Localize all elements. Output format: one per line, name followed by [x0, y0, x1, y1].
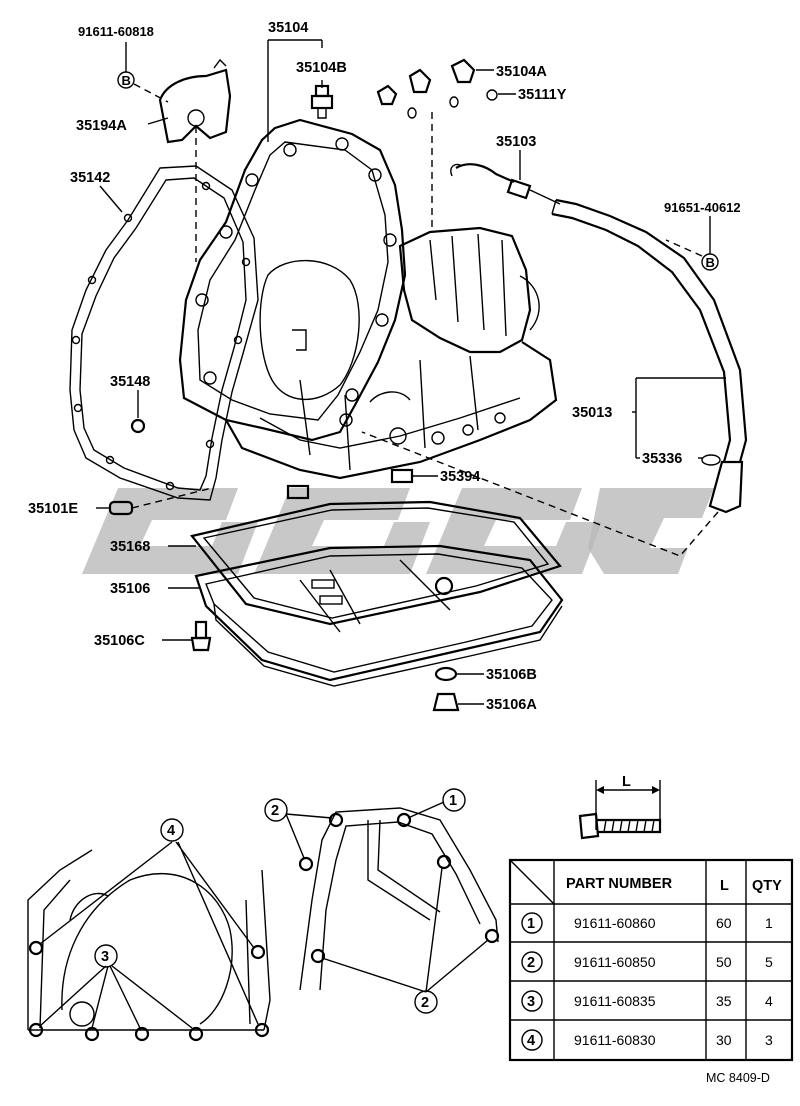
- row-part-number: 91611-60830: [574, 1032, 656, 1048]
- ref-label-4: 4: [167, 823, 175, 839]
- callout-35111y: 35111Y: [518, 87, 567, 103]
- row-qty: 5: [765, 954, 773, 970]
- row-length: 30: [716, 1032, 732, 1048]
- bolt-location-view-center: 2 1 2: [264, 788, 500, 1014]
- callout-35101e: 35101E: [28, 501, 78, 517]
- filler-tube-35013: [551, 198, 748, 514]
- case-gasket: [69, 165, 259, 501]
- leader-lines: [96, 39, 726, 705]
- ref-label-3: 3: [101, 949, 109, 965]
- callout-35394: 35394: [440, 469, 480, 485]
- bolt-location-view-left: 4 3: [27, 818, 271, 1042]
- row-length: 60: [716, 915, 732, 931]
- table-row: 4 91611-60830 30 3: [521, 1029, 773, 1051]
- watermark-logo: [82, 488, 714, 574]
- table-row: 2 91611-60850 50 5: [521, 951, 773, 973]
- bolt-marker-b2-label: B: [706, 255, 715, 270]
- table-row: 3 91611-60835 35 4: [521, 990, 773, 1012]
- ref-label-1: 1: [449, 793, 457, 809]
- callout-35106b: 35106B: [486, 667, 537, 683]
- callout-91611-60818: 91611-60818: [78, 24, 154, 39]
- callout-35104a: 35104A: [496, 64, 547, 80]
- row-qty: 4: [765, 993, 773, 1009]
- o-ring-35336: [701, 454, 721, 466]
- plug-35148: [130, 418, 146, 434]
- row-part-number: 91611-60835: [574, 993, 656, 1009]
- callout-35106a: 35106A: [486, 697, 537, 713]
- callout-35148: 35148: [110, 374, 150, 390]
- callout-35168: 35168: [110, 539, 150, 555]
- row-ref: 3: [527, 994, 535, 1010]
- table-header-length: L: [720, 878, 729, 894]
- callout-35104: 35104: [268, 20, 308, 36]
- bolt-table: PART NUMBER L QTY 1 91611-60860 60 1 2 9…: [508, 858, 794, 1062]
- row-length: 50: [716, 954, 732, 970]
- plug-35104a: [450, 58, 476, 84]
- callout-35194a: 35194A: [76, 118, 127, 134]
- callout-35106c: 35106C: [94, 633, 145, 649]
- plug-35104-b: [408, 68, 432, 94]
- row-qty: 1: [765, 915, 773, 931]
- callout-35336: 35336: [642, 451, 682, 467]
- transmission-case: [178, 118, 558, 480]
- ref-circle-1: [442, 788, 466, 812]
- callout-35103: 35103: [496, 134, 536, 150]
- bolt-35106c: [190, 620, 212, 652]
- gasket-35106b: [434, 666, 458, 682]
- callout-91651-40612: 91651-40612: [664, 200, 741, 215]
- callout-35142: 35142: [70, 170, 110, 186]
- plug-35104-a: [376, 84, 398, 106]
- table-header-part-number: PART NUMBER: [566, 876, 673, 892]
- drain-plug-35106a: [432, 692, 460, 712]
- ref-circle-2b: [414, 990, 438, 1014]
- bolt-dimension-label: L: [622, 774, 631, 790]
- callout-35104b: 35104B: [296, 60, 347, 76]
- switch-35104b: [310, 84, 334, 119]
- row-length: 35: [716, 993, 732, 1009]
- row-ref: 2: [527, 955, 535, 971]
- bolt-dimension-icon: L: [578, 774, 662, 840]
- oil-pan-35106: [194, 544, 564, 687]
- bolt-marker-b1-label: B: [122, 73, 131, 88]
- dipstick-35103: [450, 163, 561, 205]
- callout-35013: 35013: [572, 405, 612, 421]
- ref-circle-4: [160, 818, 184, 842]
- ref-label-2b: 2: [421, 995, 429, 1011]
- oil-pan-gasket-35168: [190, 500, 562, 626]
- bracket-35194a: [158, 58, 232, 144]
- table-header-qty: QTY: [752, 878, 782, 894]
- row-part-number: 91611-60850: [574, 954, 656, 970]
- row-part-number: 91611-60860: [574, 915, 656, 931]
- row-ref: 4: [527, 1033, 535, 1049]
- o-rings-35111y: [407, 89, 498, 119]
- ref-circle-3: [94, 944, 118, 968]
- row-ref: 1: [527, 916, 535, 932]
- callout-labels: 91611-60818 35104 35104B 35104A 35111Y 3…: [28, 20, 741, 713]
- callout-35106: 35106: [110, 581, 150, 597]
- ref-label-2a: 2: [271, 803, 279, 819]
- figure-code: MC 8409-D: [706, 1071, 770, 1085]
- table-row: 1 91611-60860 60 1: [521, 912, 773, 934]
- ref-circle-2a: [264, 798, 288, 822]
- row-qty: 3: [765, 1032, 773, 1048]
